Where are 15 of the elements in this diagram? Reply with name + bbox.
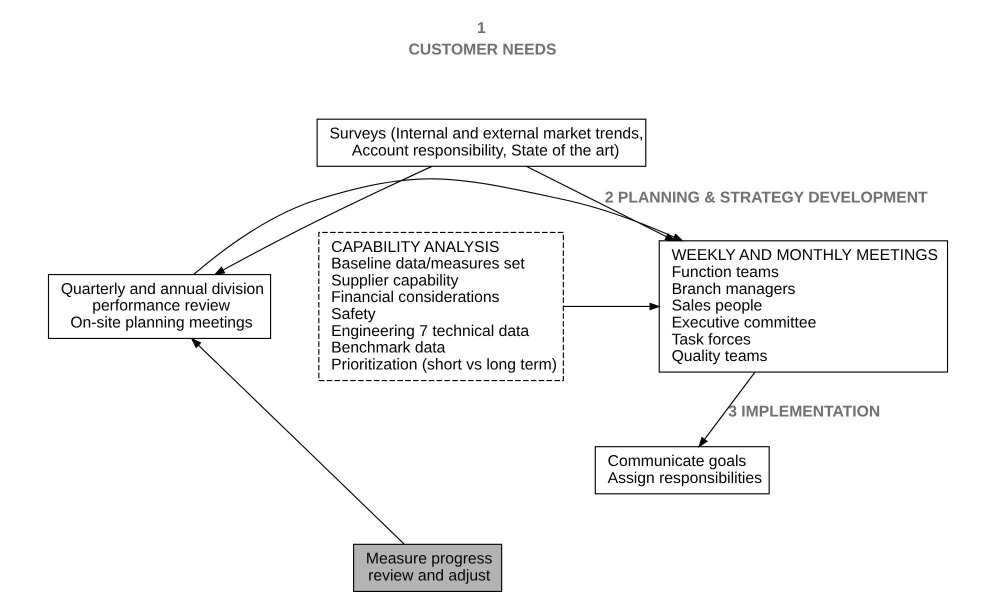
arrow (214, 166, 432, 276)
node-box: Quarterly and annual division performance review On-site planning meetings (48, 274, 272, 340)
node-box: Measure progress review and adjust (353, 544, 502, 592)
label: 1 (476, 20, 486, 38)
label: CUSTOMER NEEDS (408, 41, 556, 58)
node-box: CAPABILITY ANALYSIS Baseline data/measures set Supplier capability Financial considerations Safety Engineering 7 technical data Benchmark data Prioritization (short vs long term) (318, 232, 564, 382)
node-box: WEEKLY AND MONTHLY MEETINGS Function teams Branch managers Sales people Executive committee Task forces Quality teams (658, 240, 948, 373)
arrow (193, 178, 684, 275)
node-box: Surveys (Internal and external market trends, Account responsibility, State of the art) (316, 118, 646, 167)
edge-label: 2 PLANNING & STRATEGY DEVELOPMENT (604, 189, 928, 206)
edge-label: 3 IMPLEMENTATION (728, 404, 880, 421)
arrow (698, 372, 756, 448)
arrow (190, 338, 405, 544)
arrow (564, 302, 661, 310)
node-box: Communicate goals Assign responsibilities (594, 446, 770, 494)
